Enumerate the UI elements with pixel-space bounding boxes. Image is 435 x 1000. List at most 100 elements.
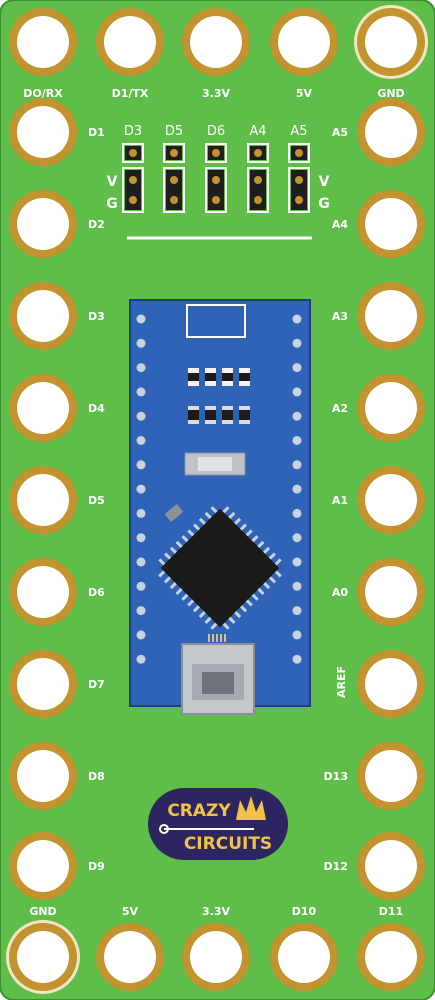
- pin-label-right-2: A3: [332, 310, 348, 323]
- pad-left-4: [9, 466, 77, 534]
- nano-pin-left: [136, 606, 146, 616]
- pad-bottom-0: [6, 920, 80, 994]
- header-label-4: A5: [290, 124, 307, 139]
- crown-icon: [236, 796, 266, 820]
- pad-right-0: [357, 98, 425, 166]
- nano-pin-left: [136, 338, 146, 348]
- pad-right-3: [357, 374, 425, 442]
- pad-right-6: [357, 650, 425, 718]
- pin-label-right-8: D12: [324, 860, 348, 873]
- crazy-circuits-logo: CRAZY CIRCUITS: [148, 788, 288, 860]
- pad-right-4: [357, 466, 425, 534]
- pad-top-2: [182, 8, 250, 76]
- header-0: [122, 143, 144, 213]
- nano-pin-right: [292, 508, 302, 518]
- pin-label-right-4: A1: [332, 494, 348, 507]
- pad-left-2: [9, 282, 77, 350]
- nano-pin-left: [136, 630, 146, 640]
- nano-pin-left: [136, 557, 146, 567]
- pad-right-5: [357, 558, 425, 626]
- nano-pin-right: [292, 387, 302, 397]
- pad-left-1: [9, 190, 77, 258]
- nano-pin-left: [136, 387, 146, 397]
- pin-label-left-7: D8: [88, 770, 105, 783]
- pad-bottom-4: [357, 923, 425, 991]
- header-2: [205, 143, 227, 213]
- logo-trace-dot: [159, 824, 169, 834]
- nano-pin-right: [292, 314, 302, 324]
- nano-pin-right: [292, 363, 302, 373]
- nano-pin-left: [136, 581, 146, 591]
- pin-label-left-3: D4: [88, 402, 105, 415]
- pad-left-8: [9, 832, 77, 900]
- pad-top-0: [9, 8, 77, 76]
- pad-bottom-1: [96, 923, 164, 991]
- pad-right-1: [357, 190, 425, 258]
- header-row-label-right-1: G: [318, 196, 330, 212]
- pin-label-left-6: D7: [88, 678, 105, 691]
- header-row-label-left-1: G: [106, 196, 118, 212]
- pin-label-bottom-4: D11: [379, 905, 403, 918]
- pin-label-left-1: D2: [88, 218, 105, 231]
- pad-bottom-3: [270, 923, 338, 991]
- header-row-label-left-0: V: [107, 174, 118, 190]
- pin-label-bottom-0: GND: [29, 905, 56, 918]
- nano-pin-left: [136, 314, 146, 324]
- pad-left-0: [9, 98, 77, 166]
- nano-pin-right: [292, 630, 302, 640]
- nano-pin-right: [292, 411, 302, 421]
- nano-pin-left: [136, 654, 146, 664]
- pin-label-left-2: D3: [88, 310, 105, 323]
- pin-label-right-6: AREF: [335, 666, 348, 698]
- arduino-nano-board: [129, 299, 311, 715]
- pin-label-right-3: A2: [332, 402, 348, 415]
- pin-label-right-7: D13: [324, 770, 348, 783]
- nano-pin-right: [292, 436, 302, 445]
- header-label-0: D3: [124, 124, 142, 139]
- header-label-2: D6: [207, 124, 225, 139]
- nano-pin-left: [136, 533, 146, 543]
- pin-label-left-4: D5: [88, 494, 105, 507]
- nano-silk-box: [186, 304, 246, 338]
- nano-pin-left: [136, 436, 146, 445]
- pin-label-top-1: D1/TX: [112, 87, 149, 100]
- nano-pin-left: [136, 363, 146, 373]
- nano-pin-right: [292, 654, 302, 664]
- pad-top-3: [270, 8, 338, 76]
- pin-label-right-5: A0: [332, 586, 349, 599]
- header-3: [247, 143, 269, 213]
- pad-group: [6, 5, 428, 994]
- header-1: [163, 143, 185, 213]
- header-label-3: A4: [249, 124, 266, 139]
- nano-pin-right: [292, 557, 302, 567]
- nano-pin-right: [292, 338, 302, 348]
- nano-crystal: [164, 504, 184, 522]
- pin-label-bottom-2: 3.3V: [202, 905, 230, 918]
- pad-right-8: [357, 832, 425, 900]
- nano-pin-right: [292, 484, 302, 494]
- logo-line-2: CIRCUITS: [184, 834, 272, 854]
- header-row-label-right-0: V: [319, 174, 330, 190]
- pin-label-left-8: D9: [88, 860, 105, 873]
- nano-pin-right: [292, 606, 302, 616]
- pad-top-4: [354, 5, 428, 79]
- nano-pin-left: [136, 411, 146, 421]
- nano-pin-right: [292, 533, 302, 543]
- pad-left-3: [9, 374, 77, 442]
- pin-label-left-0: D1: [88, 126, 105, 139]
- pin-label-bottom-1: 5V: [122, 905, 139, 918]
- header-label-1: D5: [165, 124, 183, 139]
- pad-bottom-2: [182, 923, 250, 991]
- pin-label-bottom-3: D10: [292, 905, 317, 918]
- nano-pin-left: [136, 484, 146, 494]
- microcontroller-chip: [158, 506, 282, 630]
- pin-label-top-3: 5V: [296, 87, 313, 100]
- nano-pin-right: [292, 581, 302, 591]
- pin-label-right-0: A5: [332, 126, 348, 139]
- logo-line-1: CRAZY: [167, 801, 231, 821]
- pin-label-top-2: 3.3V: [202, 87, 230, 100]
- nano-pin-right: [292, 460, 302, 470]
- nano-pin-left: [136, 460, 146, 470]
